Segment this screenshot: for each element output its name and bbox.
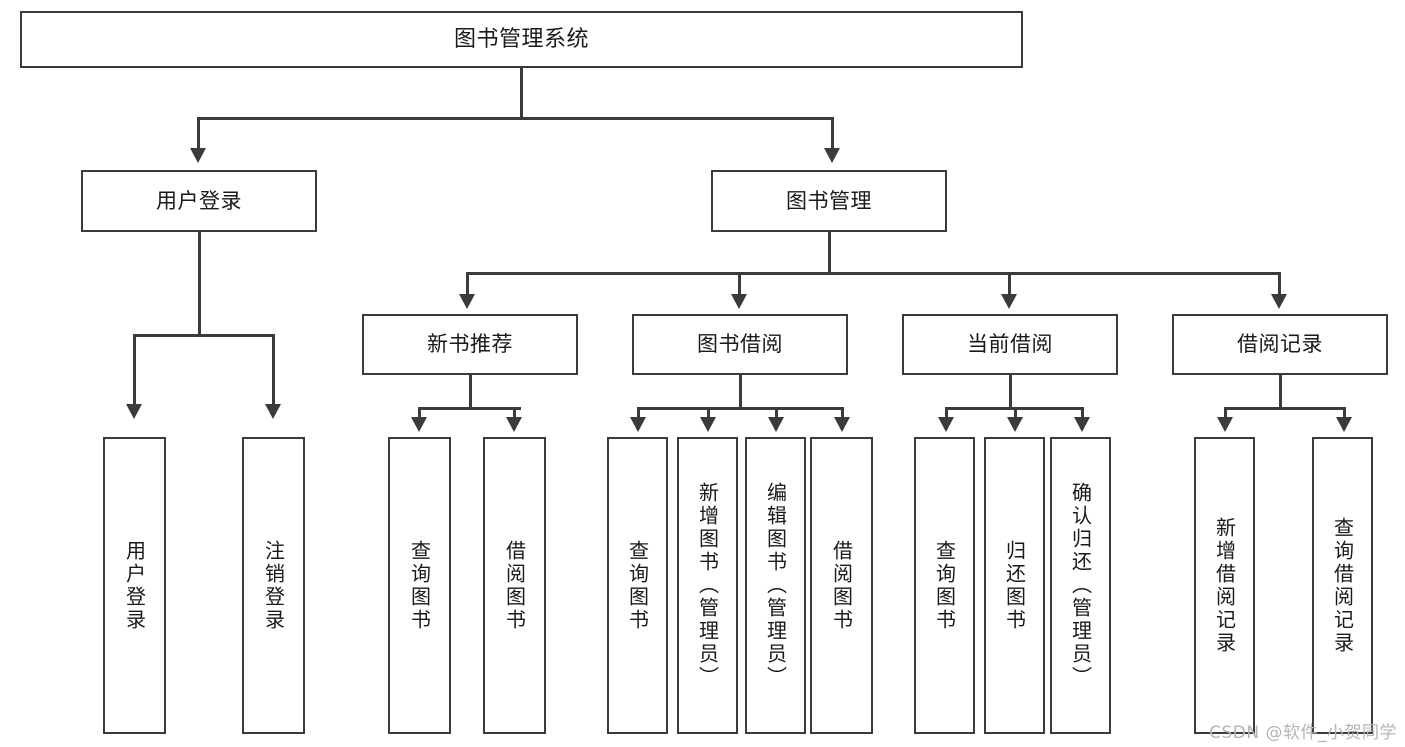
- connector-borrow-record-bus: [1224, 407, 1343, 410]
- arrow-to-book-borrow: [731, 294, 747, 309]
- node-label: 借阅图书: [502, 539, 527, 632]
- node-label: 图书管理系统: [453, 26, 589, 52]
- connector-user-login-bus: [133, 334, 274, 337]
- arrow-to-leaf-add-book: [700, 417, 716, 432]
- connector-borrow-record-drop-1: [1224, 407, 1227, 419]
- leaf-borrow-book[interactable]: 借阅图书: [810, 437, 873, 734]
- connector-borrow-record-stem: [1279, 375, 1282, 409]
- connector-new-book-stem: [469, 375, 472, 409]
- connector-level2-drop-left: [197, 117, 200, 150]
- arrow-to-leaf-borrow-book-2: [834, 417, 850, 432]
- connector-current-borrow-stem: [1009, 375, 1012, 409]
- arrow-to-leaf-logout: [265, 404, 281, 419]
- connector-level3-drop-3: [1008, 272, 1011, 296]
- connector-current-borrow-drop-1: [945, 407, 948, 419]
- connector-level3-drop-4: [1278, 272, 1281, 296]
- connector-book-borrow-drop-3: [775, 407, 778, 419]
- arrow-to-leaf-edit-book: [768, 417, 784, 432]
- arrow-to-leaf-query-book-2: [630, 417, 646, 432]
- leaf-add-borrow-record[interactable]: 新增借阅记录: [1194, 437, 1255, 734]
- connector-user-login-drop-2: [272, 334, 275, 406]
- node-new-book-recommend[interactable]: 新书推荐: [362, 314, 578, 375]
- node-label: 用户登录: [122, 539, 147, 632]
- connector-new-book-drop-2: [513, 407, 516, 419]
- arrow-to-leaf-query-record: [1336, 417, 1352, 432]
- node-label: 借阅图书: [829, 539, 854, 632]
- leaf-confirm-return-admin[interactable]: 确认归还（管理员）: [1050, 437, 1111, 734]
- node-label: 当前借阅: [967, 332, 1053, 357]
- leaf-query-book-borrow[interactable]: 查询图书: [607, 437, 668, 734]
- leaf-edit-book-admin[interactable]: 编辑图书（管理员）: [745, 437, 806, 734]
- node-book-management[interactable]: 图书管理: [711, 170, 947, 232]
- node-label: 用户登录: [156, 188, 242, 213]
- node-label: 查询图书: [932, 539, 957, 632]
- connector-book-management-stem: [828, 232, 831, 274]
- leaf-logout[interactable]: 注销登录: [242, 437, 305, 734]
- arrow-to-leaf-query-book-3: [938, 417, 954, 432]
- connector-book-borrow-drop-2: [707, 407, 710, 419]
- connector-book-borrow-drop-4: [841, 407, 844, 419]
- connector-level2-bus: [197, 117, 833, 120]
- connector-root-stem: [520, 68, 523, 118]
- leaf-query-book-current[interactable]: 查询图书: [914, 437, 975, 734]
- connector-level3-drop-1: [466, 272, 469, 296]
- arrow-to-new-book-recommend: [459, 294, 475, 309]
- arrow-to-leaf-return-book: [1007, 417, 1023, 432]
- arrow-to-user-login: [190, 148, 206, 163]
- node-label: 查询图书: [625, 539, 650, 632]
- arrow-to-leaf-borrow-book-1: [506, 417, 522, 432]
- node-borrow-record[interactable]: 借阅记录: [1172, 314, 1388, 375]
- node-label: 确认归还（管理员）: [1068, 482, 1093, 689]
- node-label: 注销登录: [261, 539, 286, 632]
- arrow-to-borrow-record: [1271, 294, 1287, 309]
- connector-user-login-stem: [198, 232, 201, 336]
- connector-borrow-record-drop-2: [1343, 407, 1346, 419]
- connector-new-book-drop-1: [418, 407, 421, 419]
- node-label: 新增借阅记录: [1212, 516, 1237, 655]
- watermark-text: CSDN @软件_小贺同学: [1209, 723, 1397, 743]
- connector-level2-drop-right: [831, 117, 834, 150]
- connector-book-borrow-stem: [739, 375, 742, 409]
- node-label: 图书借阅: [697, 332, 783, 357]
- leaf-query-borrow-record[interactable]: 查询借阅记录: [1312, 437, 1373, 734]
- connector-level3-bus: [466, 272, 1280, 275]
- node-label: 新增图书（管理员）: [695, 482, 720, 689]
- arrow-to-leaf-query-book-1: [411, 417, 427, 432]
- leaf-query-book-recommend[interactable]: 查询图书: [388, 437, 451, 734]
- leaf-add-book-admin[interactable]: 新增图书（管理员）: [677, 437, 738, 734]
- node-label: 新书推荐: [427, 332, 513, 357]
- node-label: 查询图书: [407, 539, 432, 632]
- connector-current-borrow-drop-2: [1014, 407, 1017, 419]
- connector-book-borrow-drop-1: [637, 407, 640, 419]
- leaf-borrow-book-recommend[interactable]: 借阅图书: [483, 437, 546, 734]
- node-label: 借阅记录: [1237, 332, 1323, 357]
- node-current-borrow[interactable]: 当前借阅: [902, 314, 1118, 375]
- arrow-to-leaf-add-record: [1217, 417, 1233, 432]
- connector-current-borrow-bus: [945, 407, 1081, 410]
- connector-level3-drop-2: [738, 272, 741, 296]
- node-label: 图书管理: [786, 188, 872, 213]
- arrow-to-leaf-confirm-return: [1074, 417, 1090, 432]
- node-label: 编辑图书（管理员）: [763, 482, 788, 689]
- arrow-to-leaf-user-login: [126, 404, 142, 419]
- node-root-system[interactable]: 图书管理系统: [20, 11, 1023, 68]
- connector-current-borrow-drop-3: [1081, 407, 1084, 419]
- arrow-to-book-manage: [824, 148, 840, 163]
- node-book-borrow[interactable]: 图书借阅: [632, 314, 848, 375]
- arrow-to-current-borrow: [1001, 294, 1017, 309]
- leaf-return-book[interactable]: 归还图书: [984, 437, 1045, 734]
- connector-user-login-drop-1: [133, 334, 136, 406]
- node-label: 查询借阅记录: [1330, 516, 1355, 655]
- connector-book-borrow-bus: [637, 407, 841, 410]
- node-user-login[interactable]: 用户登录: [81, 170, 317, 232]
- leaf-user-login[interactable]: 用户登录: [103, 437, 166, 734]
- connector-new-book-bus: [418, 407, 521, 410]
- node-label: 归还图书: [1002, 539, 1027, 632]
